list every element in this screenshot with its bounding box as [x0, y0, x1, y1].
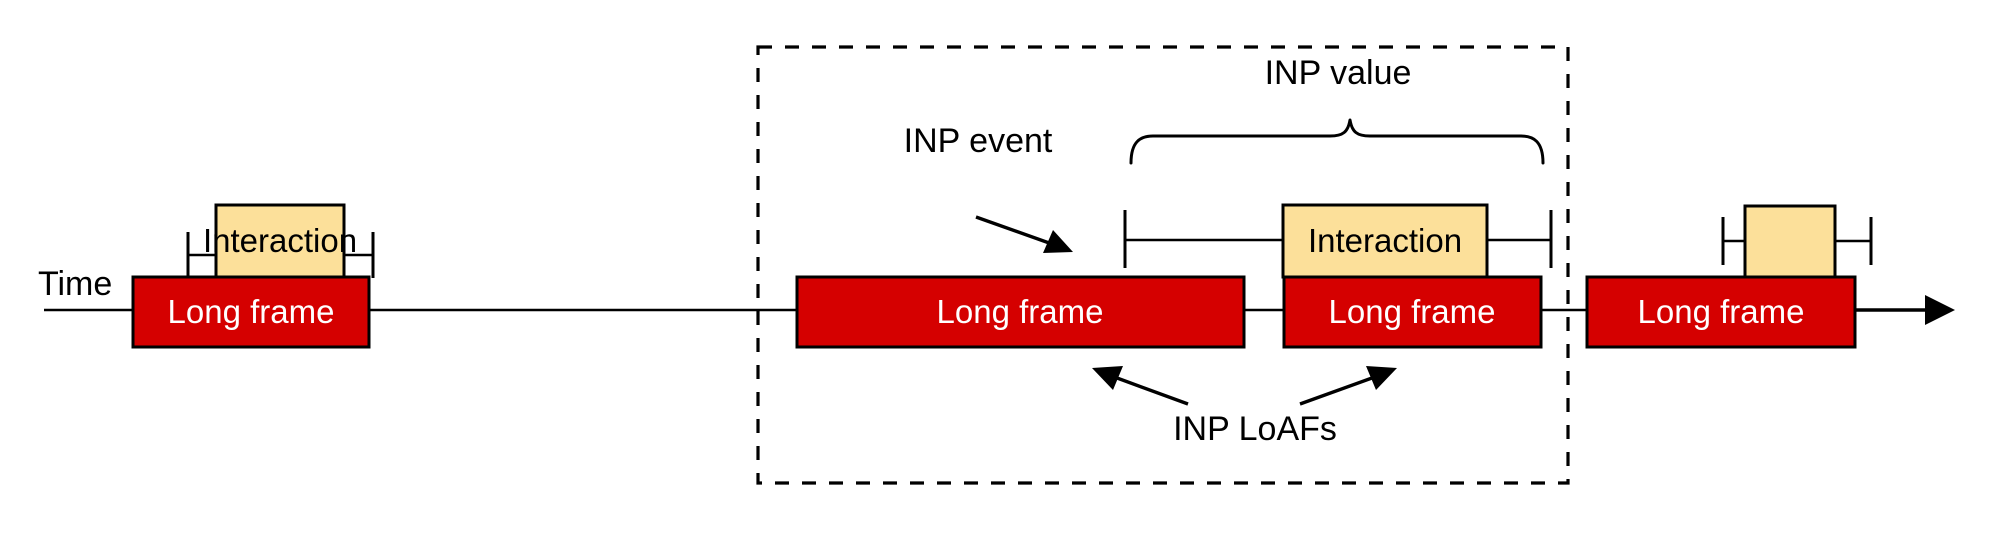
interaction-2-label: Interaction	[1308, 222, 1462, 259]
inp-value-label: INP value	[1265, 54, 1412, 92]
interaction-1-box-fill	[214, 203, 346, 279]
inp-loafs-arrow-left-head-icon	[1092, 366, 1123, 390]
long-frame-4-label: Long frame	[1638, 293, 1805, 330]
inp-event-label: INP event	[904, 122, 1053, 160]
long-frame-3-label: Long frame	[1329, 293, 1496, 330]
inp-event-arrow-head-icon	[1043, 230, 1073, 253]
inp-loafs-arrow-right-head-icon	[1366, 366, 1397, 390]
inp-loafs-arrow-left-shaft	[1116, 376, 1189, 406]
interaction-2-box	[1281, 203, 1489, 279]
long-frame-2-label: Long frame	[937, 293, 1104, 330]
inp-value-brace	[1129, 118, 1545, 165]
interaction-3-box	[1743, 204, 1837, 279]
time-axis-label: Time	[38, 265, 112, 303]
inp-loafs-label: INP LoAFs	[1173, 410, 1337, 448]
long-frame-1-label: Long frame	[168, 293, 335, 330]
long-frame-3-box	[1282, 275, 1543, 349]
inp-region-dashed-box	[756, 45, 1570, 485]
long-frame-1-box	[131, 275, 371, 349]
timeline-arrow-head-icon	[1925, 295, 1955, 325]
inp-loafs-arrow-right-shaft	[1299, 376, 1373, 406]
long-frame-4-box	[1585, 275, 1857, 349]
interaction-1-label: Interaction	[203, 222, 357, 259]
long-frame-2-box	[795, 275, 1246, 349]
inp-event-arrow-shaft	[975, 215, 1053, 246]
